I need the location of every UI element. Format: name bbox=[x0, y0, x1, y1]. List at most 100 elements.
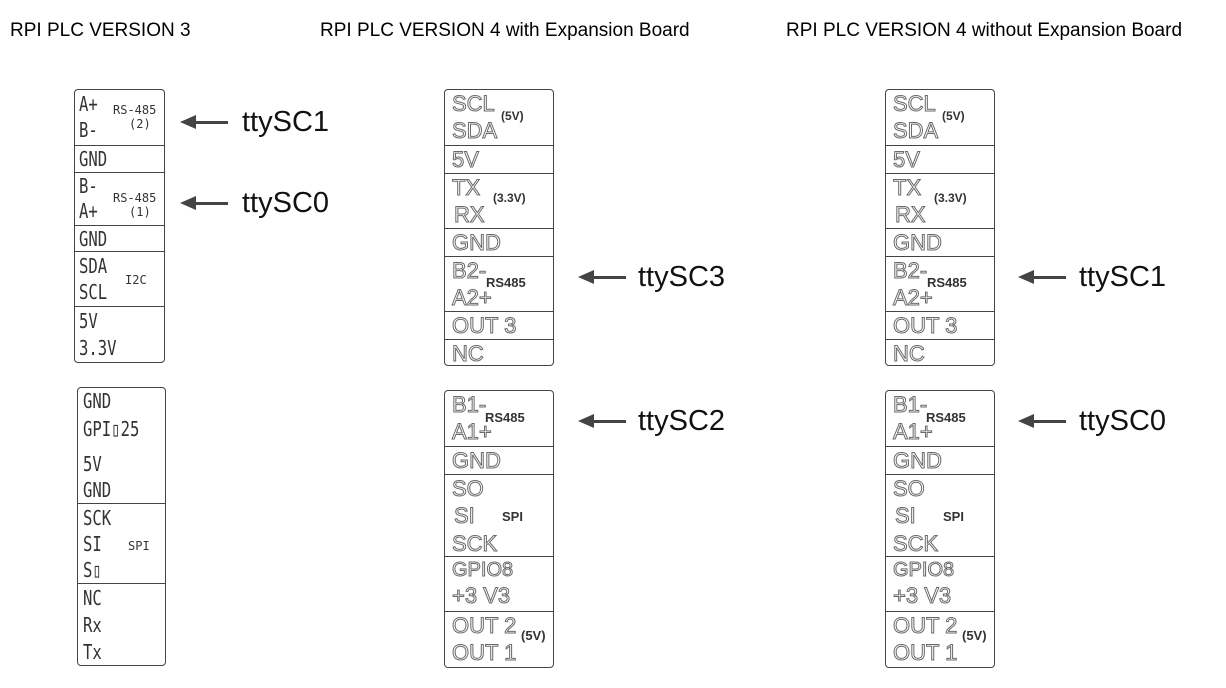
spi-block: SO SI SPI SCK bbox=[886, 474, 994, 557]
pin-gnd: GND bbox=[452, 448, 502, 473]
pin-tx: Tx bbox=[83, 640, 102, 664]
v4noexp-bottom-connector: B1- A1+ RS485 GND SO SI SPI SCK GPIO8 +3… bbox=[885, 390, 995, 668]
pin-sck: SCK bbox=[892, 531, 939, 556]
v4exp-bottom-connector: B1- A1+ RS485 GND SO SI SPI SCK GPIO8 +3… bbox=[444, 390, 554, 668]
pin-3v3: +3 V3 bbox=[451, 583, 511, 608]
voltage-note: (5V) bbox=[521, 628, 546, 643]
pin-out2: OUT 2 bbox=[451, 613, 517, 638]
pin-a2: A2+ bbox=[452, 285, 493, 310]
v3-rs485-2-block: A+ B- RS-485 (2) bbox=[75, 90, 164, 145]
pin-gpio25: GPI▯25 bbox=[83, 417, 140, 441]
pin-tx: TX bbox=[451, 175, 481, 200]
voltage-note: (5V) bbox=[501, 109, 524, 123]
pin-3v3: +3 V3 bbox=[892, 583, 952, 608]
pin-rx: RX bbox=[454, 202, 486, 227]
rs485-2-block: B2- A2+ RS485 bbox=[445, 256, 553, 312]
pin-sda: SDA bbox=[79, 254, 108, 278]
pin-so: SO bbox=[452, 476, 485, 501]
gnd-block: GND bbox=[445, 228, 553, 257]
uart-block: TX RX (3.3V) bbox=[886, 173, 994, 229]
rs485-label: RS-485 bbox=[113, 103, 157, 117]
pin-b1: B1- bbox=[892, 392, 928, 417]
v3-top-connector: A+ B- RS-485 (2) GND B- A+ RS-485 (1) GN… bbox=[74, 89, 165, 363]
outputs-block: OUT 2 OUT 1 (5V) bbox=[886, 611, 994, 668]
pin-scl: SCL bbox=[452, 91, 496, 116]
rs485-2-block: B2- A2+ RS485 bbox=[886, 256, 994, 312]
nc-block: NC bbox=[886, 339, 994, 367]
port-label-v4noexp-ttysc0: ttySC0 bbox=[1079, 405, 1167, 437]
uart-block: TX RX (3.3V) bbox=[445, 173, 553, 229]
arrow-left-icon bbox=[578, 414, 626, 428]
v3-spi-block: SCK SI SPI S▯ bbox=[78, 503, 165, 584]
rs485-label: RS485 bbox=[485, 410, 525, 425]
pin-b-minus: B- bbox=[79, 174, 98, 198]
pin-gnd: GND bbox=[79, 227, 108, 251]
pin-nc: NC bbox=[893, 341, 926, 366]
pin-out1: OUT 1 bbox=[451, 640, 517, 665]
pin-a1: A1+ bbox=[452, 419, 493, 444]
pin-gpio8: GPIO8 bbox=[451, 559, 514, 581]
pin-a-plus: A+ bbox=[79, 199, 98, 223]
pin-b-minus: B- bbox=[79, 118, 98, 142]
rs485-label: RS485 bbox=[926, 410, 966, 425]
gnd-block: GND bbox=[886, 446, 994, 475]
i2c-block: SCL SDA (5V) bbox=[886, 90, 994, 145]
nc-block: NC bbox=[445, 339, 553, 367]
spi-label: SPI bbox=[128, 539, 150, 553]
pin-out1: OUT 1 bbox=[892, 640, 958, 665]
v3-gnd-block-1: GND bbox=[75, 145, 164, 173]
pin-sck: SCK bbox=[83, 506, 112, 530]
pin-nc: NC bbox=[452, 341, 485, 366]
pin-nc: NC bbox=[83, 586, 102, 610]
rs485-1-block: B1- A1+ RS485 bbox=[445, 391, 553, 446]
voltage-note: (3.3V) bbox=[493, 191, 526, 205]
pin-a1: A1+ bbox=[893, 419, 934, 444]
pin-gnd: GND bbox=[79, 147, 108, 171]
pin-tx: TX bbox=[892, 175, 922, 200]
spi-block: SO SI SPI SCK bbox=[445, 474, 553, 557]
pin-b2: B2- bbox=[451, 258, 487, 283]
spi-label: SPI bbox=[502, 509, 523, 524]
pin-b2: B2- bbox=[892, 258, 928, 283]
arrow-left-icon bbox=[1018, 414, 1066, 428]
i2c-label: I2C bbox=[125, 273, 147, 287]
pin-5v: 5V bbox=[452, 147, 480, 172]
voltage-note: (5V) bbox=[942, 109, 965, 123]
port-label-v4exp-ttysc3: ttySC3 bbox=[638, 261, 726, 293]
pin-out3: OUT 3 bbox=[892, 313, 958, 338]
v3-uart-block: NC Rx Tx bbox=[78, 583, 165, 666]
pin-5v: 5V bbox=[893, 147, 921, 172]
gpio-block: GPIO8 +3 V3 bbox=[886, 556, 994, 612]
gnd-block: GND bbox=[445, 446, 553, 475]
power-5v-block: 5V bbox=[886, 145, 994, 174]
pin-gpio8: GPIO8 bbox=[892, 559, 955, 581]
pin-out3: OUT 3 bbox=[451, 313, 517, 338]
pin-si: SI bbox=[454, 503, 476, 528]
v3-bottom-connector: GND GPI▯25 5V GND SCK SI SPI S▯ NC Rx Tx bbox=[77, 387, 166, 666]
voltage-note: (5V) bbox=[962, 628, 987, 643]
v3-gpio-block: GND GPI▯25 5V GND bbox=[78, 388, 165, 503]
port-label-v3-ttysc0: ttySC0 bbox=[242, 187, 330, 219]
pin-gnd: GND bbox=[83, 478, 112, 502]
port-label-v3-ttysc1: ttySC1 bbox=[242, 106, 330, 138]
out3-block: OUT 3 bbox=[886, 311, 994, 340]
rs485-number: (1) bbox=[129, 205, 151, 219]
arrow-left-icon bbox=[180, 115, 228, 129]
pin-si: SI bbox=[83, 532, 102, 556]
v3-power-block: 5V 3.3V bbox=[75, 306, 164, 363]
title-v4-with-expansion: RPI PLC VERSION 4 with Expansion Board bbox=[320, 20, 690, 41]
rs485-1-block: B1- A1+ RS485 bbox=[886, 391, 994, 446]
arrow-left-icon bbox=[578, 270, 626, 284]
out3-block: OUT 3 bbox=[445, 311, 553, 340]
pin-5v: 5V bbox=[83, 452, 102, 476]
pin-rx: Rx bbox=[83, 613, 102, 637]
voltage-note: (3.3V) bbox=[934, 191, 967, 205]
rs485-number: (2) bbox=[129, 117, 151, 131]
rs485-label: RS485 bbox=[486, 275, 526, 290]
pin-si: SI bbox=[895, 503, 917, 528]
spi-label: SPI bbox=[943, 509, 964, 524]
pin-gnd: GND bbox=[893, 448, 943, 473]
pin-so: SO bbox=[893, 476, 926, 501]
pin-out2: OUT 2 bbox=[892, 613, 958, 638]
v4exp-top-connector: SCL SDA (5V) 5V TX RX (3.3V) GND B2- A2+… bbox=[444, 89, 554, 366]
